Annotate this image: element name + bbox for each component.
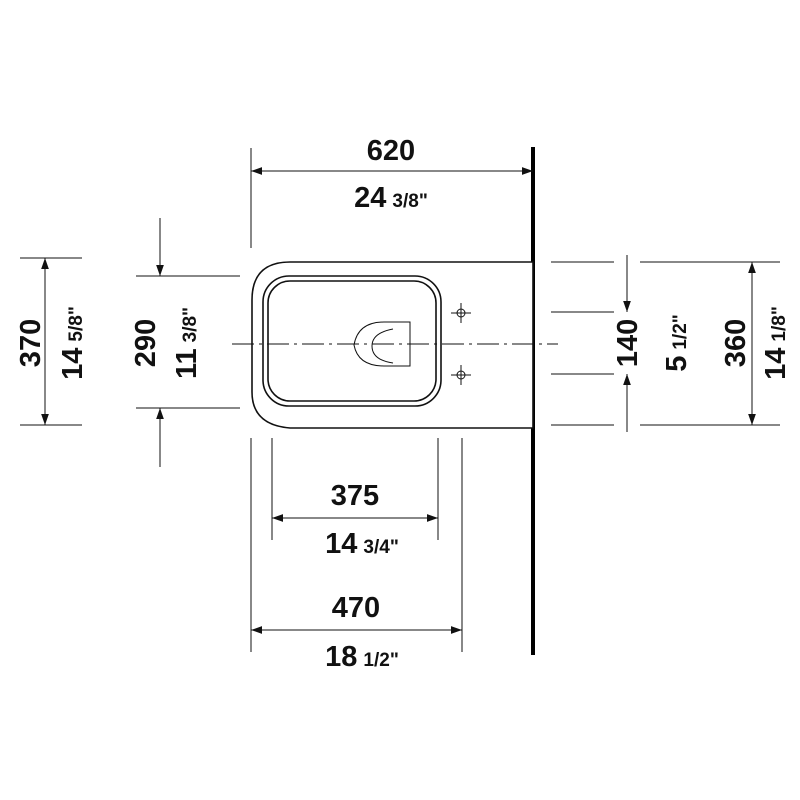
dim-360-in: 141/8" <box>760 306 792 380</box>
dim-140-in: 51/2" <box>661 314 693 372</box>
extension-lines <box>20 148 780 652</box>
seat-inner <box>267 280 437 402</box>
fixing-hole-upper-icon <box>451 303 471 323</box>
dim-140-mm: 140 <box>612 319 644 367</box>
dim-370-in: 145/8" <box>57 306 89 380</box>
dim-360-mm: 360 <box>720 319 752 367</box>
dim-620-mm: 620 <box>367 135 415 167</box>
dim-290-in: 113/8" <box>171 307 203 379</box>
dim-370-mm: 370 <box>15 319 47 367</box>
bowl-outlet-inner <box>371 328 394 364</box>
dim-375-mm: 375 <box>331 480 379 512</box>
fixing-hole-lower-icon <box>451 365 471 385</box>
dim-470-mm: 470 <box>332 592 380 624</box>
dim-290-mm: 290 <box>130 319 162 367</box>
bowl-outlet <box>353 321 411 367</box>
